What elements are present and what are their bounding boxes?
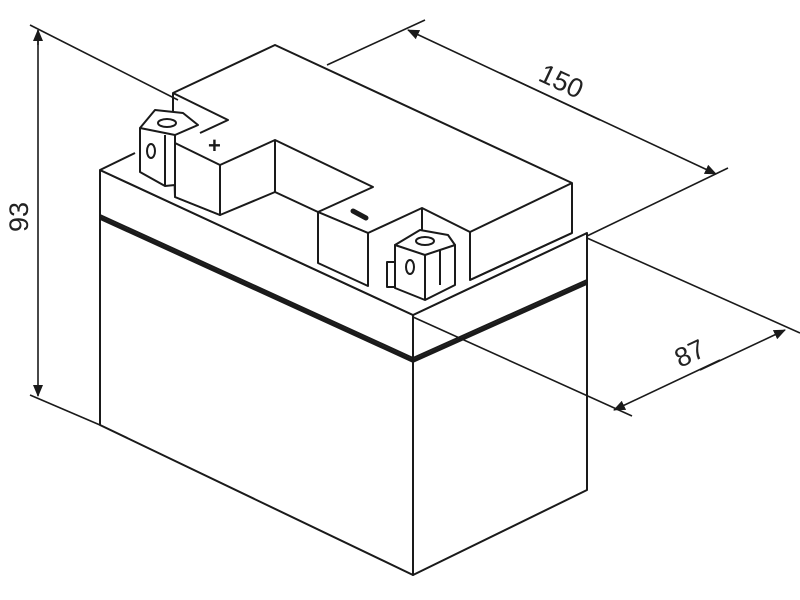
top-block: + (172, 44, 573, 287)
negative-terminal-icon (386, 229, 456, 301)
negative-mark-icon (350, 208, 369, 221)
length-value: 150 (534, 58, 588, 104)
height-dimension: 93 (4, 24, 179, 426)
positive-label: + (208, 133, 221, 158)
negative-cell-block (317, 211, 369, 287)
lid-seam (99, 216, 414, 363)
height-value: 93 (4, 202, 34, 232)
positive-terminal-icon (139, 109, 199, 187)
